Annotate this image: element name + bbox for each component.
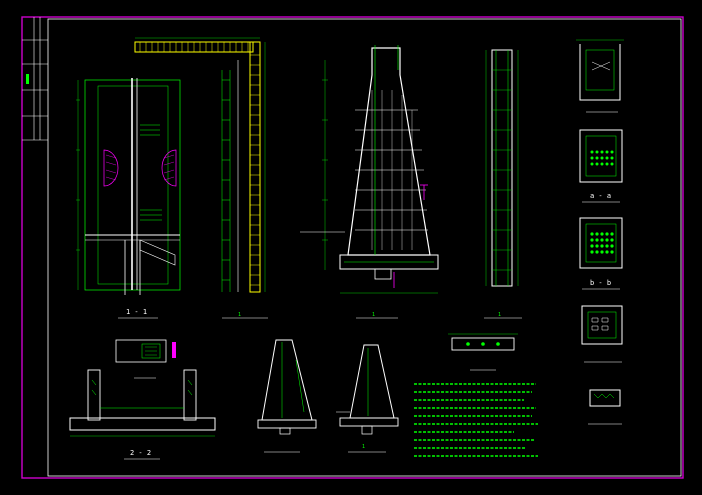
view-detail-top	[576, 39, 624, 113]
title-strip	[22, 17, 48, 141]
view-section-1-1: 1 - 1	[76, 78, 181, 319]
section-label-1-1: 1 - 1	[126, 308, 147, 316]
notes-block	[414, 383, 538, 457]
view-number-2: 1	[372, 312, 375, 318]
view-wall-rebar-elevation: 1	[134, 37, 268, 319]
view-tapered-profile-2: 1	[336, 344, 399, 453]
view-detail-anchor-plate	[581, 305, 623, 363]
view-detail-beam-segment	[448, 333, 518, 371]
view-number-3: 1	[498, 312, 501, 318]
view-tapered-wall-section: 1	[300, 45, 439, 319]
view-number-4: 1	[362, 444, 365, 450]
view-detail-bottom-right	[588, 389, 622, 425]
view-wall-side-elevation: 1	[484, 49, 522, 319]
view-section-2-2: 2 - 2	[69, 339, 216, 460]
view-section-a-a: a - a	[579, 129, 623, 203]
section-label-a-a: a - a	[590, 192, 611, 200]
view-tapered-profile-1	[257, 339, 317, 453]
sheet-frame	[21, 16, 684, 479]
section-label-2-2: 2 - 2	[130, 449, 151, 457]
section-label-b-b: b - b	[590, 279, 611, 287]
view-section-b-b: b - b	[579, 217, 623, 290]
view-number-1: 1	[238, 312, 241, 318]
